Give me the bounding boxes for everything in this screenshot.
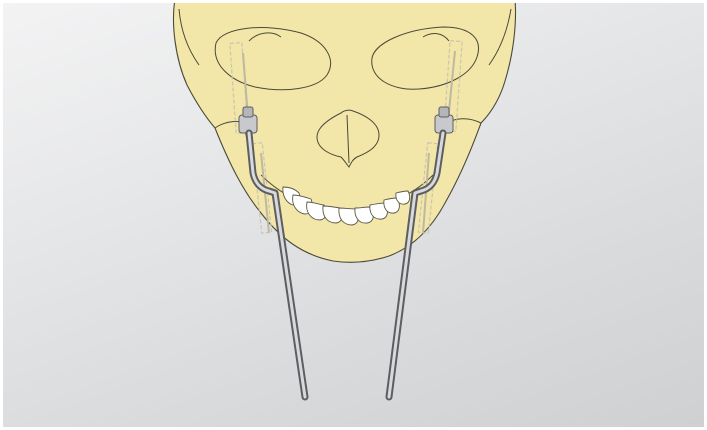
illustration-frame [3, 3, 704, 427]
tooth [396, 191, 410, 204]
left-clamp-screw [243, 107, 253, 117]
skull-illustration [3, 3, 704, 427]
skull [174, 3, 516, 262]
right-clamp-screw [439, 107, 449, 117]
